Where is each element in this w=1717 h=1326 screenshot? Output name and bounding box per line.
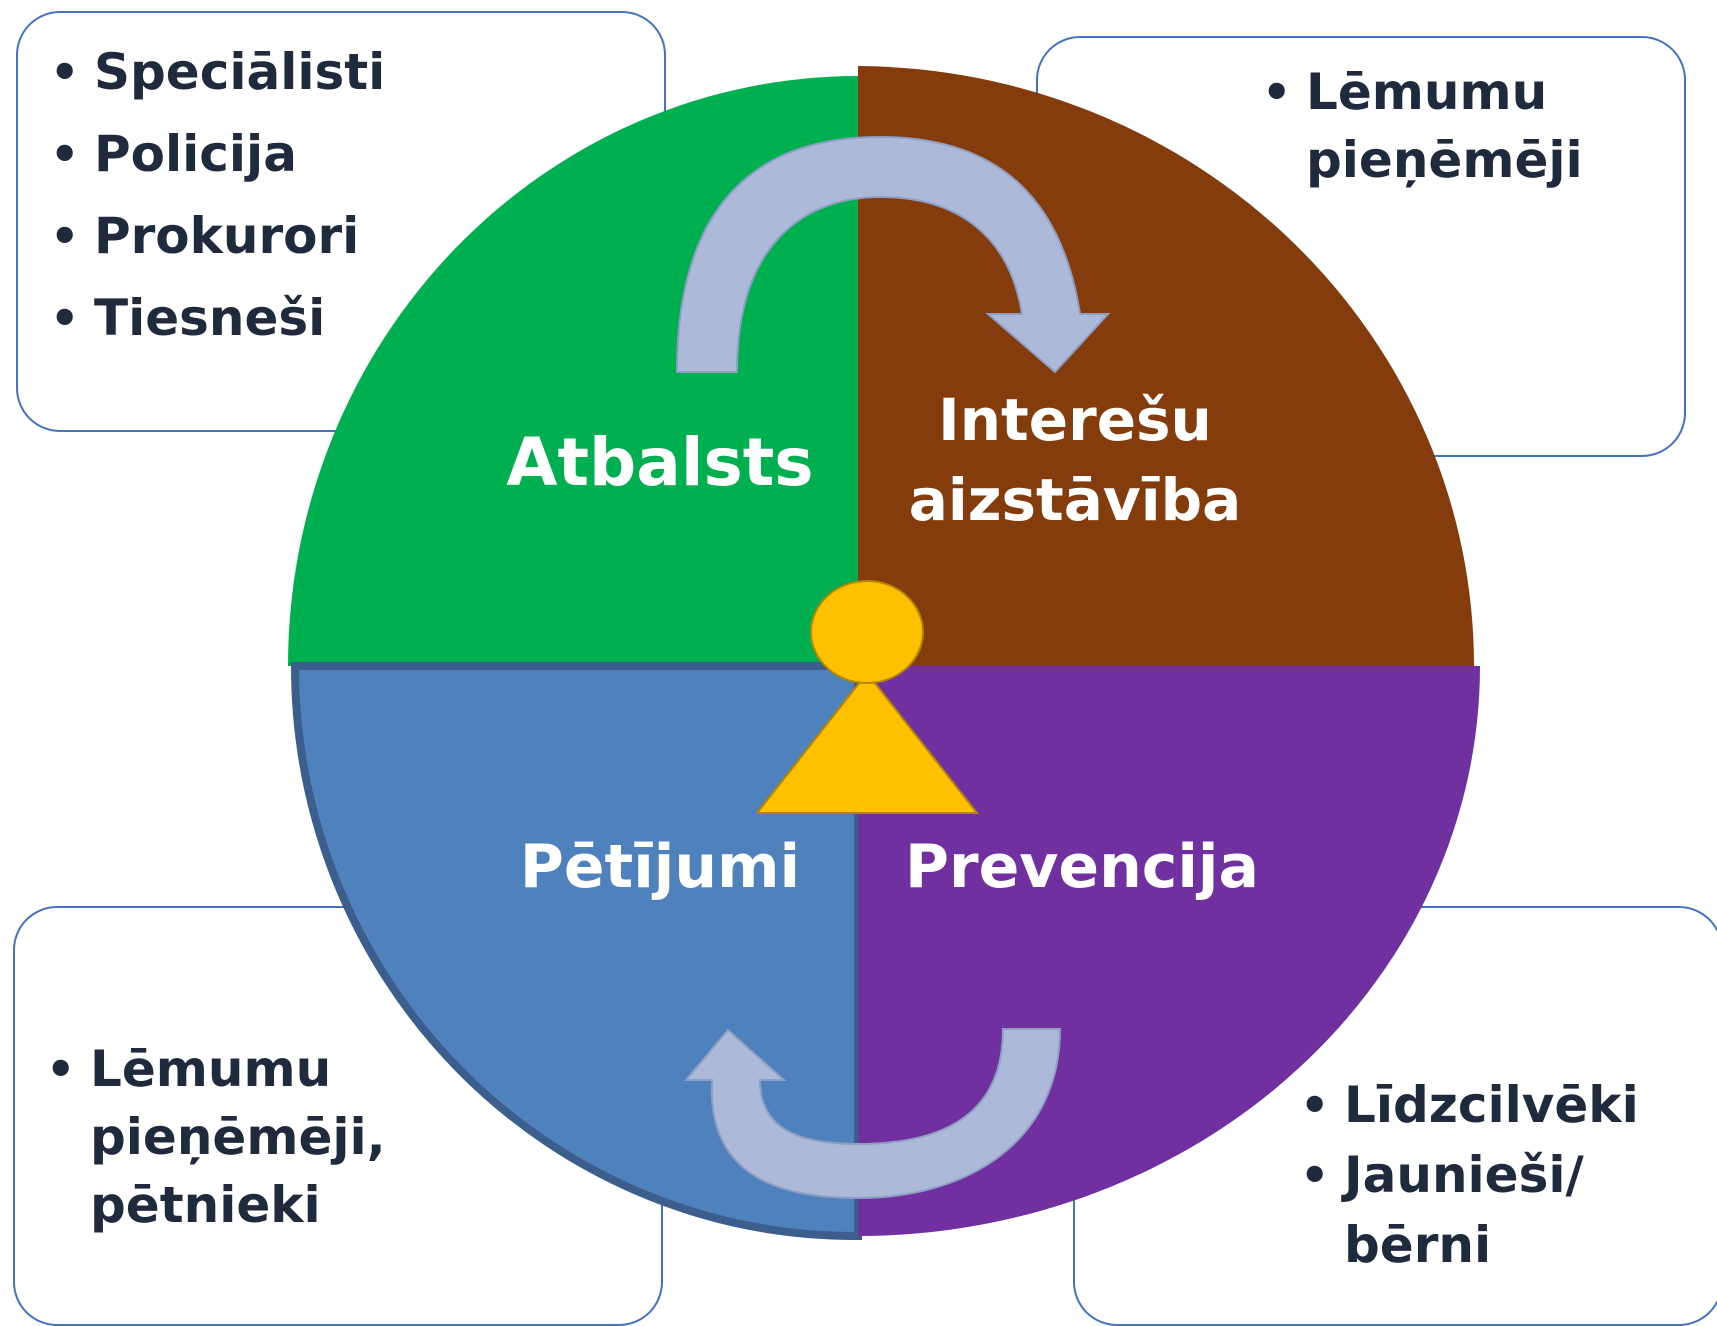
- list-item: Lēmumu pieņēmēji: [1262, 58, 1592, 194]
- label-prevencija: Prevencija: [905, 832, 1259, 902]
- label-atbalsts: Atbalsts: [506, 424, 814, 501]
- list-item: Speciālisti: [50, 31, 385, 113]
- person-icon: [754, 580, 980, 814]
- top-right-list: Lēmumu pieņēmēji: [1262, 58, 1592, 194]
- top-left-list: Speciālisti Policija Prokurori Tiesneši: [50, 31, 385, 359]
- list-item: Jaunieši/ bērni: [1300, 1140, 1640, 1280]
- curved-arrow-icon: [683, 1028, 1062, 1200]
- list-item: Prokurori: [50, 195, 385, 277]
- label-petijumi: Pētījumi: [519, 832, 801, 902]
- bottom-right-list: Līdzcilvēki Jaunieši/ bērni: [1300, 1070, 1640, 1280]
- list-item: Policija: [50, 113, 385, 195]
- curved-arrow-icon: [675, 135, 1111, 374]
- list-item: Lēmumu pieņēmēji, pētnieki: [46, 1035, 466, 1239]
- bottom-left-list: Lēmumu pieņēmēji, pētnieki: [46, 1035, 466, 1239]
- label-interesu-aizstaviba: Interešu aizstāvība: [908, 386, 1242, 534]
- list-item: Tiesneši: [50, 277, 385, 359]
- list-item: Līdzcilvēki: [1300, 1070, 1640, 1140]
